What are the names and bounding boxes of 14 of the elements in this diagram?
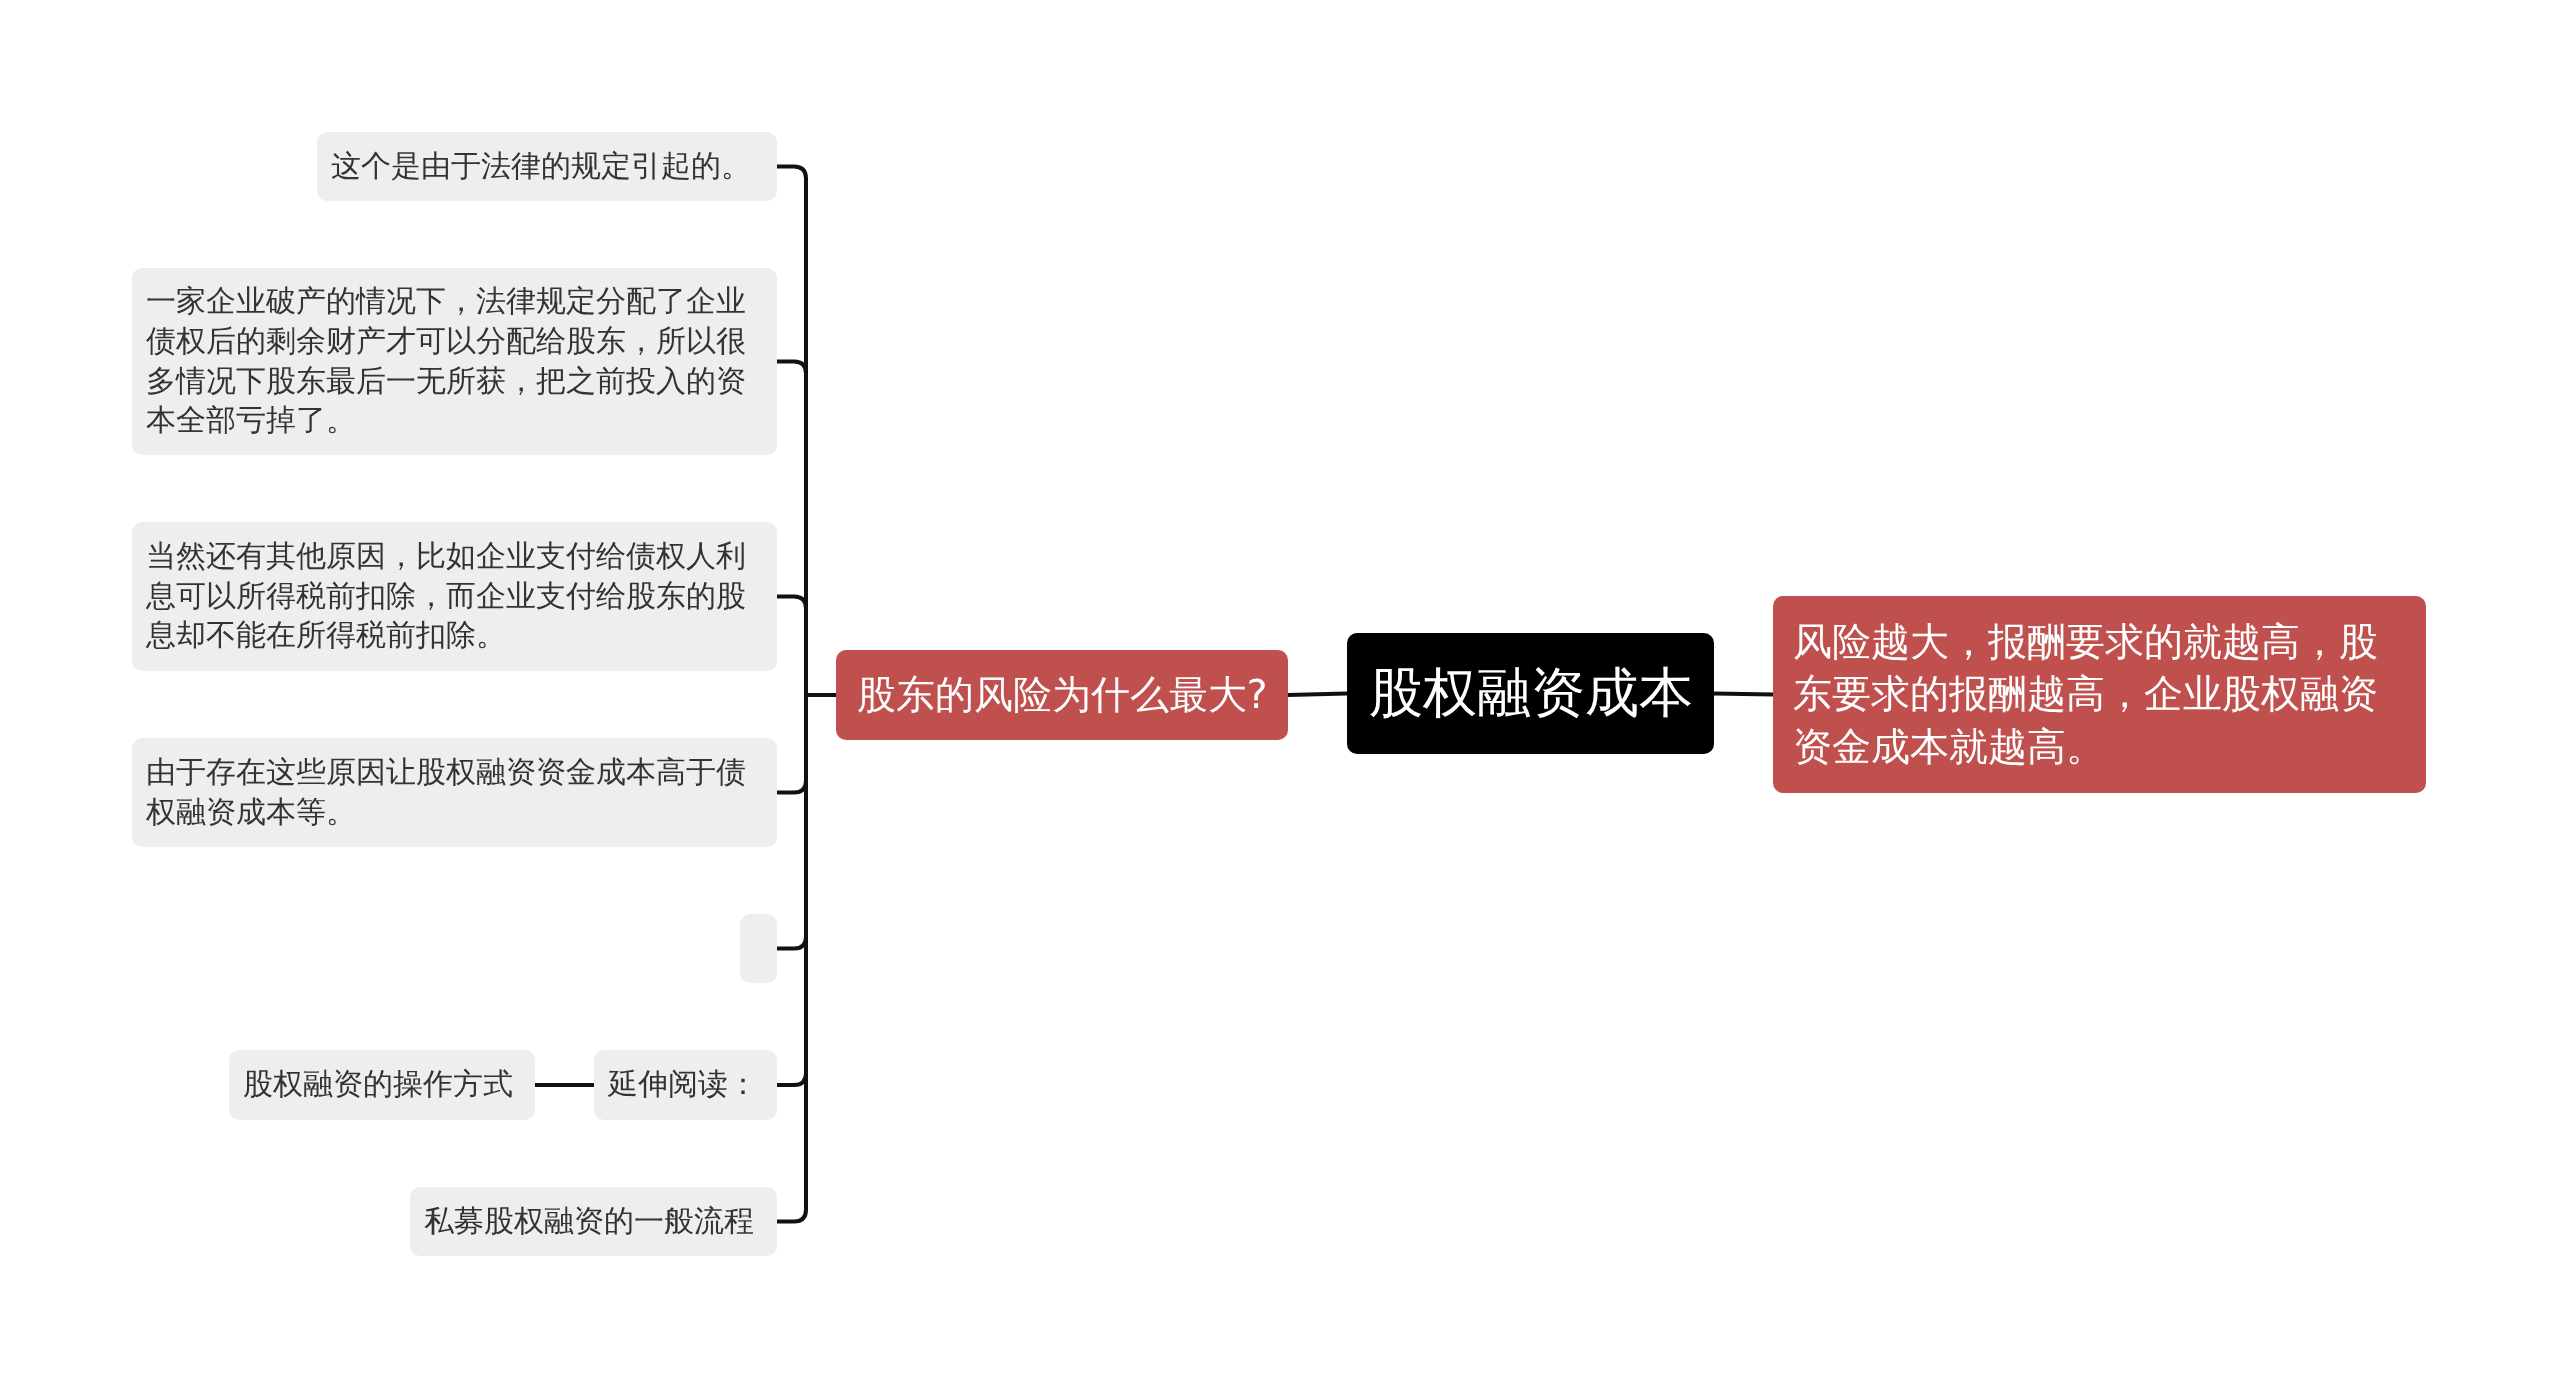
note-box: 这个是由于法律的规定引起的。 — [317, 132, 777, 201]
note-box: 私募股权融资的一般流程 — [410, 1187, 777, 1256]
connector-line — [1713, 691, 1774, 697]
note-box: 由于存在这些原因让股权融资资金成本高于债权融资成本等。 — [132, 738, 777, 847]
note-box: 延伸阅读： — [594, 1050, 777, 1120]
root-topic-box: 股权融资成本 — [1347, 633, 1714, 754]
empty-box — [740, 914, 777, 983]
note-box: 当然还有其他原因，比如企业支付给债权人利息可以所得税前扣除，而企业支付给股东的股息却不能在所得税前扣除。 — [132, 522, 777, 671]
connector-line — [535, 1083, 594, 1087]
topic-box: 股东的风险为什么最大? — [836, 650, 1288, 740]
connector-line — [1287, 691, 1348, 697]
note-box: 一家企业破产的情况下，法律规定分配了企业债权后的剩余财产才可以分配给股东，所以很多情况下股东最后一无所获，把之前投入的资本全部亏掉了。 — [132, 268, 777, 455]
note-box: 股权融资的操作方式 — [229, 1050, 535, 1120]
topic-box: 风险越大，报酬要求的就越高，股东要求的报酬越高，企业股权融资资金成本就越高。 — [1773, 596, 2426, 793]
